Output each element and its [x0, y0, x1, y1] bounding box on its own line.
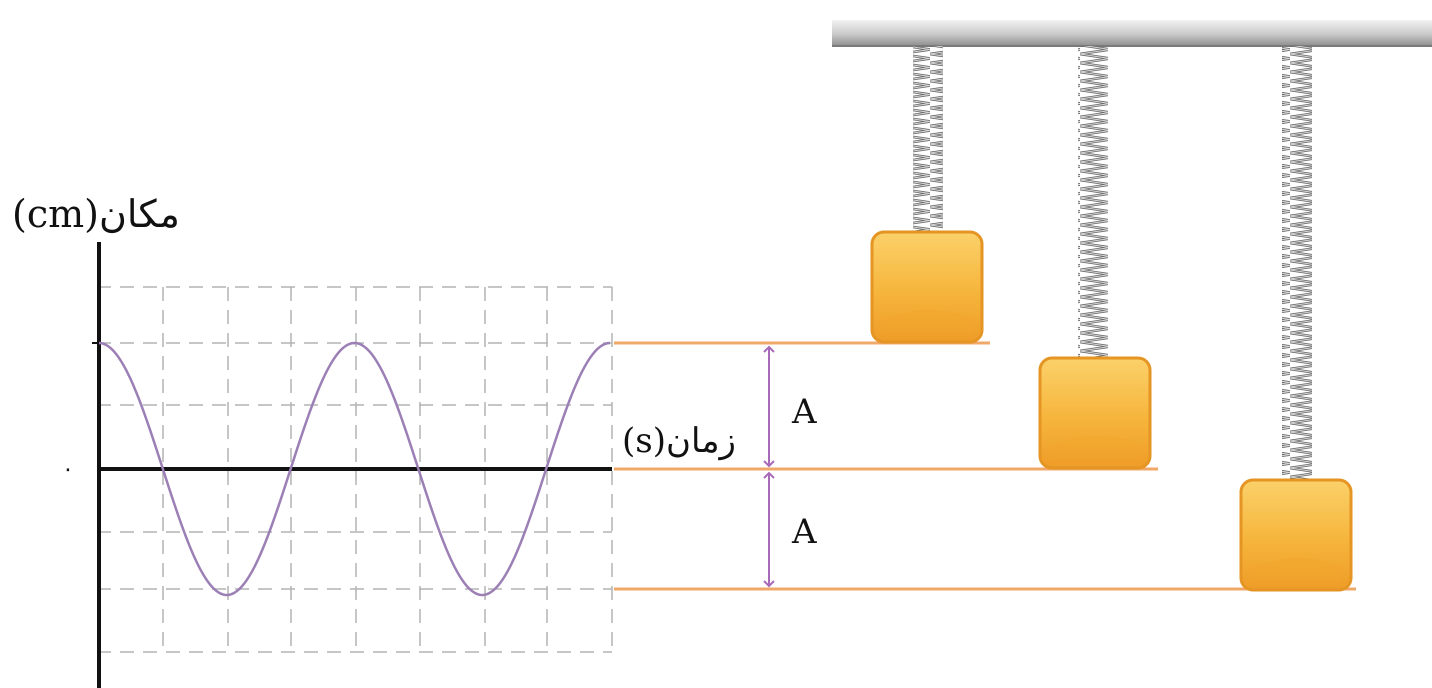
amplitude-label-lower: A — [791, 512, 817, 552]
spring-short — [913, 46, 943, 232]
y-axis-label: (cm)مکان — [12, 192, 180, 236]
origin-label: ۰ — [62, 457, 74, 482]
block-upper — [870, 230, 984, 344]
spring-medium — [1078, 46, 1108, 358]
block-middle — [1038, 356, 1152, 470]
position-time-curve — [98, 341, 611, 597]
block-lower — [1239, 478, 1353, 592]
ceiling-bar — [832, 20, 1432, 47]
x-axis-label: (s)زمان — [622, 421, 736, 461]
amplitude-label-upper: A — [791, 392, 817, 432]
spring-long — [1282, 46, 1312, 480]
